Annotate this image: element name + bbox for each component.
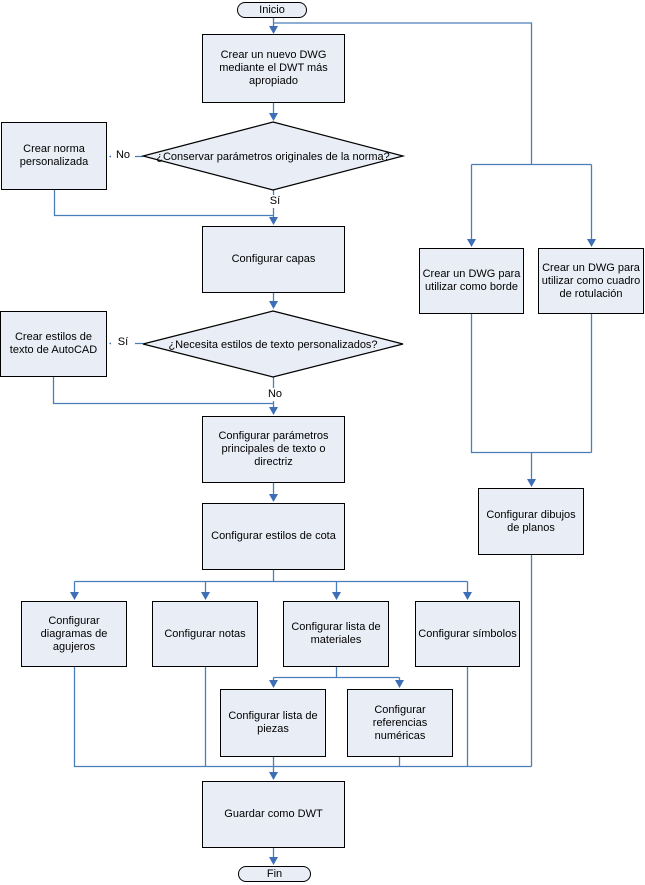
decision-necesita-estilos	[142, 310, 404, 378]
edge-label-no-conservar: No	[111, 149, 135, 162]
arrowhead	[201, 592, 210, 600]
arrowhead	[269, 857, 278, 865]
arrowhead	[269, 680, 278, 688]
edge-materiales-fanout	[272, 667, 401, 680]
arrowhead	[269, 494, 278, 502]
arrowhead	[527, 479, 536, 487]
terminal-end: Fin	[238, 866, 311, 882]
arrowhead	[587, 239, 596, 247]
arrowhead	[395, 680, 404, 688]
node-configurar-parametros: Configurar parámetros principales de tex…	[202, 416, 345, 483]
node-configurar-notas: Configurar notas	[152, 601, 258, 667]
arrowhead	[269, 26, 278, 34]
edge-collector-to-guardar	[73, 555, 533, 772]
node-configurar-diagramas-agujeros: Configurar diagramas de agujeros	[21, 601, 127, 667]
terminal-start: Inicio	[237, 2, 307, 18]
arrowhead	[463, 592, 472, 600]
arrowhead	[269, 301, 278, 309]
node-configurar-simbolos: Configurar símbolos	[415, 601, 520, 667]
edge-label-si-conservar: Sí	[263, 195, 287, 208]
node-configurar-referencias: Configurar referencias numéricas	[347, 689, 453, 757]
node-configurar-lista-materiales: Configurar lista de materiales	[283, 601, 389, 667]
arrowhead	[332, 592, 341, 600]
node-create-dwg: Crear un nuevo DWG mediante el DWT más a…	[202, 34, 345, 103]
edge-right-merge-to-dibujos	[470, 314, 593, 479]
arrowhead	[269, 407, 278, 415]
node-crear-dwg-borde: Crear un DWG para utilizar como borde	[419, 248, 524, 314]
node-configurar-lista-piezas: Configurar lista de piezas	[220, 689, 326, 757]
arrowhead	[70, 592, 79, 600]
arrowhead	[467, 239, 476, 247]
node-guardar-dwt: Guardar como DWT	[202, 781, 345, 848]
decision-conservar-parametros	[140, 121, 406, 191]
arrowhead	[269, 772, 278, 780]
node-configurar-estilos-cota: Configurar estilos de cota	[202, 503, 345, 570]
edge-label-si-necesita: Sí	[111, 336, 135, 349]
edge-cota-fanout	[73, 570, 469, 592]
node-crear-norma: Crear norma personalizada	[1, 122, 107, 190]
edge-label-no-necesita: No	[262, 388, 288, 401]
arrowhead	[269, 217, 278, 225]
node-crear-estilos-texto: Crear estilos de texto de AutoCAD	[0, 311, 107, 377]
edge-decision2-no-and-estilos-return	[52, 377, 275, 407]
edge-decision1-si-and-norma-return	[53, 190, 275, 217]
node-crear-dwg-rotulacion: Crear un DWG para utilizar como cuadro d…	[538, 248, 644, 314]
arrowhead	[269, 113, 278, 121]
node-configurar-capas: Configurar capas	[202, 226, 345, 293]
node-configurar-dibujos-planos: Configurar dibujos de planos	[478, 488, 584, 555]
edge-start-to-right-branch	[273, 22, 593, 239]
